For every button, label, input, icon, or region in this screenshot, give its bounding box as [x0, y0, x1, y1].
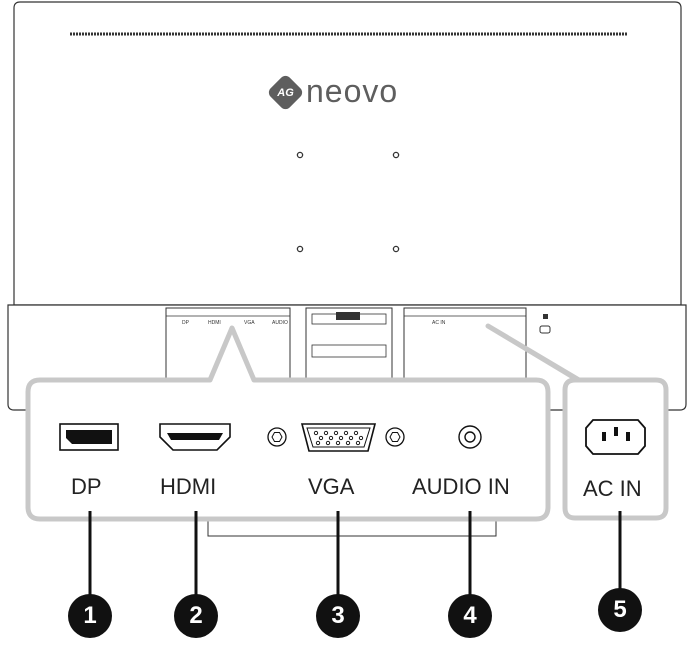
port-number-badge: 1	[68, 594, 112, 638]
displayport-icon	[59, 423, 119, 451]
rear-label-audio: AUDIO	[272, 320, 288, 326]
ac-callout	[485, 323, 669, 521]
vesa-hole	[296, 245, 304, 253]
stand-base	[207, 519, 497, 537]
port-number-badge: 5	[598, 588, 642, 632]
brand-logo-letters: AG	[277, 86, 294, 99]
ports-callout	[25, 325, 551, 522]
port-label-audio-in: AUDIO IN	[412, 474, 510, 499]
port-label-hdmi: HDMI	[160, 474, 217, 499]
rear-label-vga: VGA	[244, 320, 255, 326]
brand-name: neovo	[306, 73, 399, 109]
port-label-ac-in: AC IN	[583, 476, 642, 501]
rear-label-dp: DP	[182, 320, 189, 326]
port-label-dp: DP	[71, 474, 102, 499]
ac-power-icon	[585, 419, 646, 455]
vesa-hole	[392, 151, 400, 159]
port-number-badge: 3	[316, 594, 360, 638]
monitor-back-panel	[13, 1, 682, 306]
hdmi-icon	[159, 423, 231, 451]
audio-jack-icon	[458, 425, 482, 449]
vesa-hole	[296, 151, 304, 159]
lock-icon	[543, 314, 548, 319]
rear-label-ac-in: AC IN	[432, 320, 446, 326]
vesa-hole	[392, 245, 400, 253]
port-number-badge: 2	[174, 594, 218, 638]
kensington-lock-slot	[539, 325, 551, 334]
rear-label-hdmi: HDMI	[208, 320, 221, 326]
port-number-badge: 4	[448, 594, 492, 638]
port-label-vga: VGA	[308, 474, 355, 499]
vga-icon	[267, 423, 405, 452]
